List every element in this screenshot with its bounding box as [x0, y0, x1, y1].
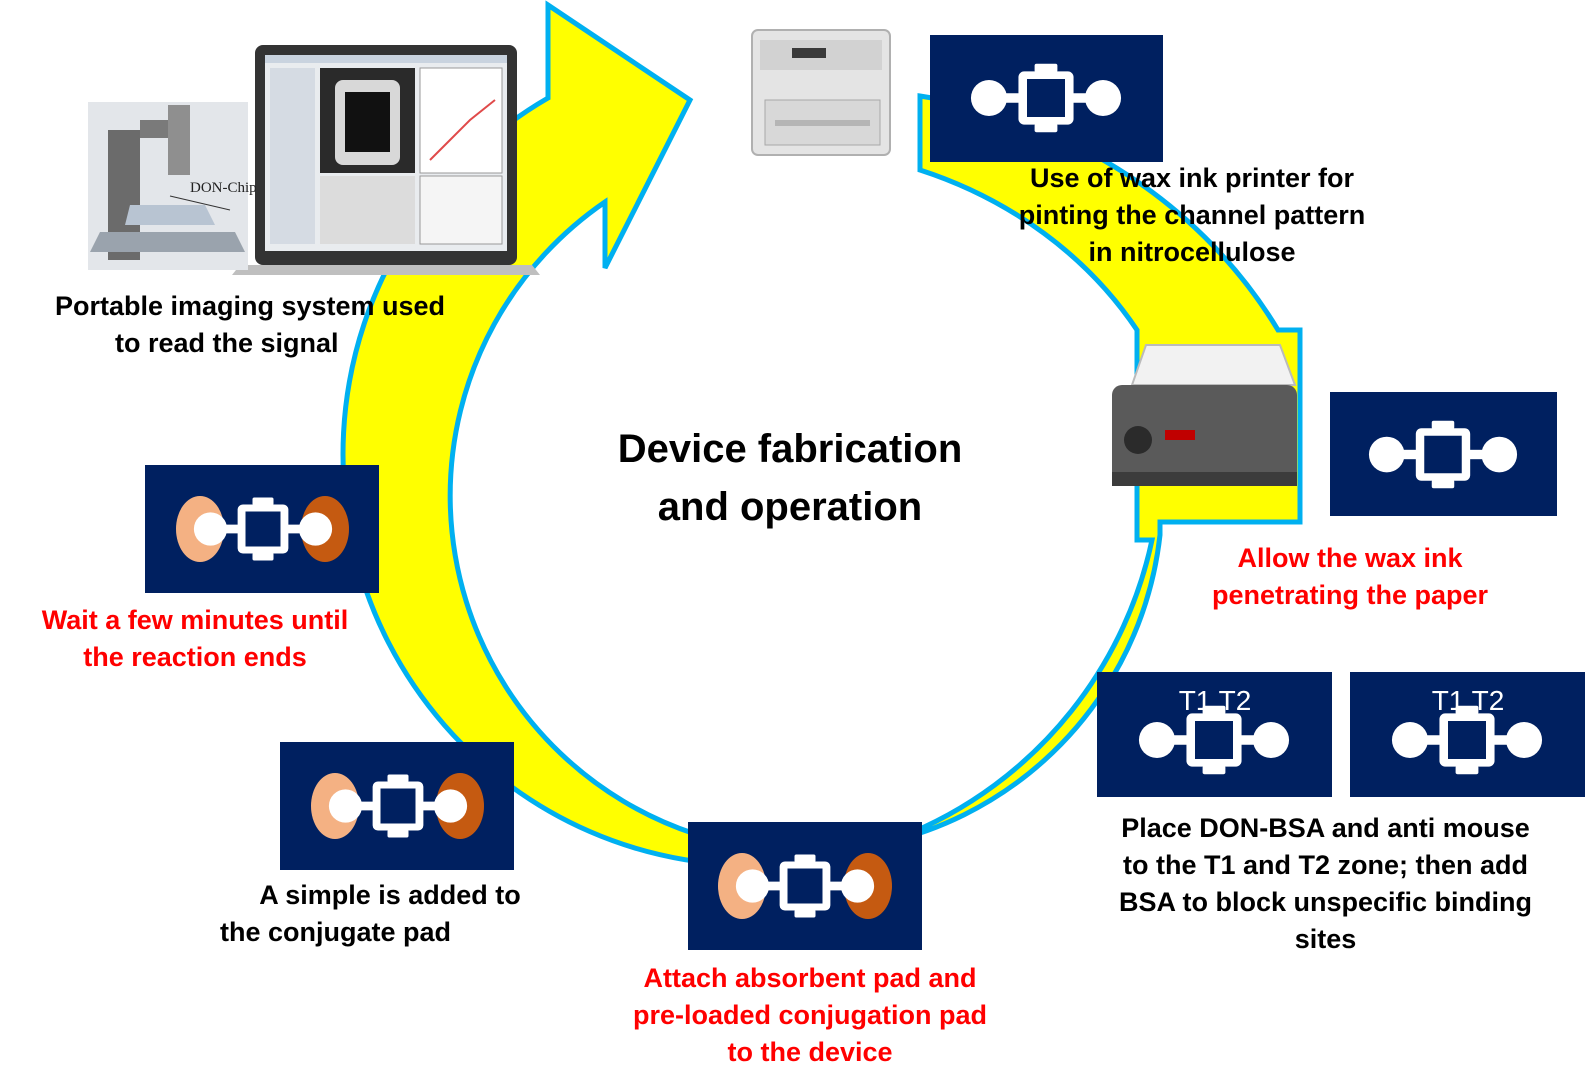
- step-place-line-1: Place DON-BSA and anti mouse: [1121, 813, 1530, 843]
- step-imaging-line-2: to read the signal: [115, 328, 339, 358]
- step-label-attach: Attach absorbent pad and pre-loaded conj…: [580, 960, 1040, 1071]
- hot-plate-image: [1112, 344, 1297, 486]
- imaging-stand-image: [88, 102, 248, 270]
- diagram-title: Device fabrication and operation: [540, 420, 1040, 536]
- chip-label: DON-Chip: [190, 180, 257, 196]
- panel-wax-penetrated: [1330, 392, 1557, 516]
- step-printer-line-3: in nitrocellulose: [1088, 237, 1296, 267]
- step-attach-line-2: pre-loaded conjugation pad: [632, 1000, 987, 1030]
- step-place-line-4: sites: [1294, 924, 1357, 954]
- title-line-2: and operation: [657, 485, 923, 529]
- step-label-place: Place DON-BSA and anti mouse to the T1 a…: [1058, 810, 1593, 958]
- step-place-line-3: BSA to block unspecific binding: [1118, 887, 1532, 917]
- step-heat-line-1: Allow the wax ink: [1237, 543, 1463, 573]
- panel-sample-added: [280, 742, 514, 870]
- step-label-imaging: Portable imaging system used to read the…: [0, 288, 500, 362]
- step-wait-line-1: Wait a few minutes until: [41, 605, 349, 635]
- step-printer-line-1: Use of wax ink printer for: [1029, 163, 1355, 193]
- panel-printed-pattern: [930, 35, 1163, 162]
- step-sample-line-1: A simple is added to: [259, 880, 521, 910]
- step-label-wait: Wait a few minutes until the reaction en…: [0, 602, 390, 676]
- step-sample-line-2: the conjugate pad: [220, 917, 452, 947]
- step-heat-line-2: penetrating the paper: [1211, 580, 1489, 610]
- panel-pads-attached: [688, 822, 922, 950]
- zone-label-left: T1 T2: [1179, 685, 1252, 716]
- step-label-heat: Allow the wax ink penetrating the paper: [1150, 540, 1550, 614]
- title-line-1: Device fabrication: [617, 427, 963, 471]
- zone-label-right: T1 T2: [1432, 685, 1505, 716]
- step-wait-line-2: the reaction ends: [83, 642, 307, 672]
- step-label-printer: Use of wax ink printer for pinting the c…: [962, 160, 1422, 271]
- step-place-line-2: to the T1 and T2 zone; then add: [1123, 850, 1528, 880]
- step-attach-line-1: Attach absorbent pad and: [643, 963, 977, 993]
- step-imaging-line-1: Portable imaging system used: [54, 291, 446, 321]
- step-label-sample: A simple is added to the conjugate pad: [220, 877, 560, 951]
- printer-image: [751, 29, 891, 156]
- laptop-image: [232, 45, 540, 275]
- step-printer-line-2: pinting the channel pattern: [1018, 200, 1366, 230]
- panel-zone-right: [1350, 672, 1585, 797]
- panel-zone-left: [1097, 672, 1332, 797]
- step-attach-line-3: to the device: [727, 1037, 893, 1067]
- panel-reaction-wait: [145, 465, 379, 593]
